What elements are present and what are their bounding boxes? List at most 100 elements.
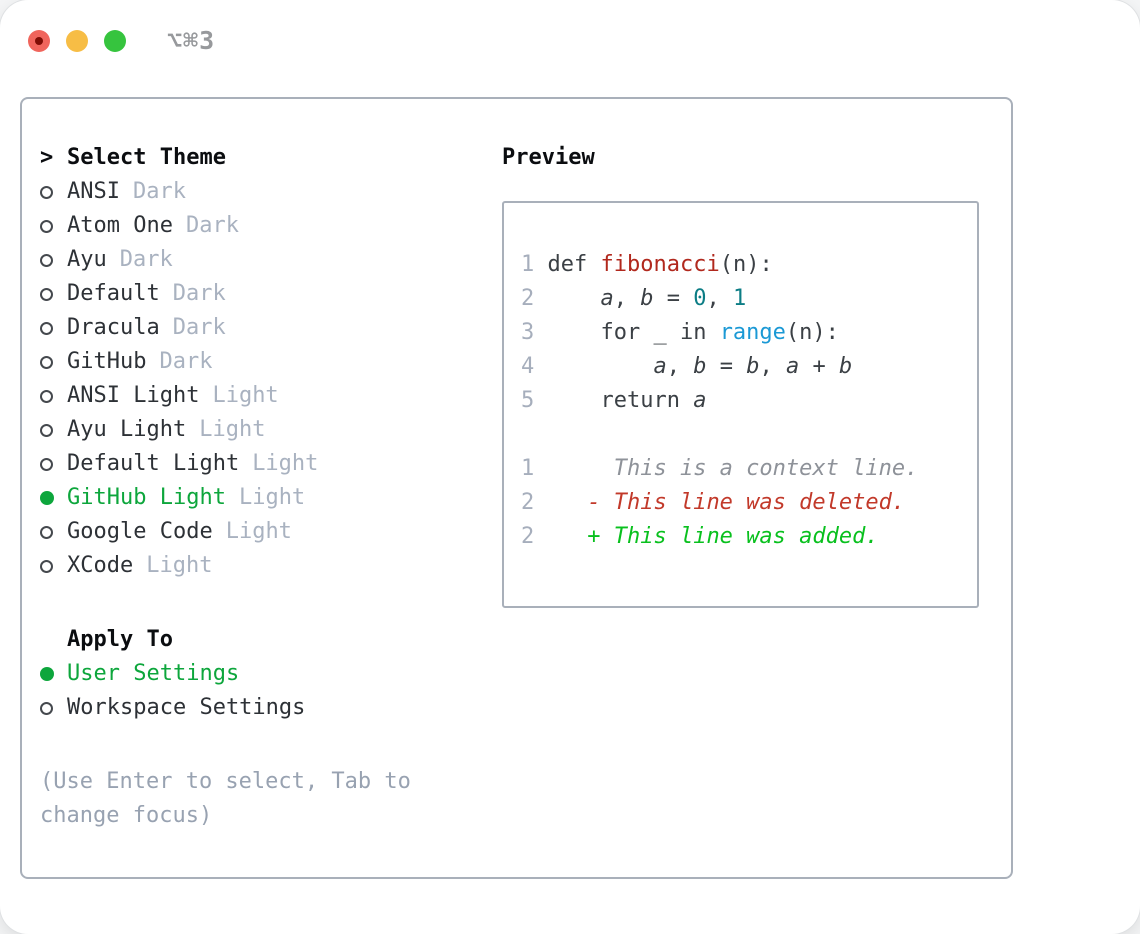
option-label: User Settings (67, 661, 240, 686)
minimize-button[interactable] (66, 29, 88, 52)
radio-icon (40, 389, 67, 403)
code-token-added: + This line was added. (547, 524, 879, 549)
hint-line-1: (Use Enter to select, Tab to (40, 769, 411, 794)
theme-option[interactable]: GitHub Dark (40, 345, 411, 379)
code-token-builtin: range (719, 320, 786, 345)
radio-circle (40, 457, 53, 471)
option-label: Google Code (67, 519, 213, 544)
code-token-plain: , (666, 354, 694, 379)
radio-icon (40, 321, 67, 335)
radio-circle (40, 355, 53, 369)
apply-to-option[interactable]: User Settings (40, 657, 411, 691)
option-variant: Light (212, 383, 279, 408)
option-variant: Light (238, 485, 306, 510)
code-token-plain: , (759, 354, 786, 379)
hint-line-2: change focus) (40, 803, 213, 828)
option-label: Workspace Settings (67, 695, 306, 720)
option-variant: Light (252, 451, 319, 476)
radio-circle (40, 389, 53, 403)
spacer (40, 725, 411, 765)
theme-option[interactable]: Google Code Light (40, 515, 411, 549)
code-token-plain: = (653, 286, 694, 311)
radio-selected-icon (40, 667, 67, 681)
apply-to-option[interactable]: Workspace Settings (40, 691, 411, 725)
code-token-plain: (n): (785, 320, 839, 345)
option-variant: Light (146, 553, 213, 578)
close-button[interactable] (28, 29, 50, 52)
line-number: 2 (521, 286, 548, 311)
option-variant: Light (199, 417, 266, 442)
preview-line: 4 a, b = b, a + b (521, 350, 977, 384)
radio-circle (40, 185, 53, 199)
option-label: XCode (67, 553, 134, 578)
theme-picker-header: > Select Theme (40, 141, 411, 175)
code-token-plain: + (799, 354, 839, 379)
preview-line: 1 This is a context line. (521, 452, 977, 486)
code-token-plain (548, 354, 654, 379)
option-label: ANSI Light (67, 383, 200, 408)
code-token-number: 1 (732, 286, 747, 311)
code-token-plain: (n): (719, 252, 773, 277)
radio-icon (40, 457, 67, 471)
radio-circle (40, 321, 53, 335)
preview-line: 5 return a (521, 384, 977, 418)
option-variant: Dark (159, 349, 213, 374)
line-number: 2 (521, 524, 548, 549)
theme-option[interactable]: XCode Light (40, 549, 411, 583)
line-number: 3 (521, 320, 548, 345)
code-token-number: 0 (693, 286, 707, 311)
option-label: Ayu (67, 247, 107, 272)
radio-icon (40, 423, 67, 437)
radio-icon (40, 525, 67, 539)
radio-icon (40, 253, 67, 267)
option-label: Dracula (67, 315, 160, 340)
zoom-button[interactable] (104, 29, 126, 52)
code-token-plain: , (706, 286, 733, 311)
code-token-variable: b (746, 354, 760, 379)
theme-picker-title: Select Theme (67, 145, 226, 170)
radio-circle (40, 423, 53, 437)
preview-line (521, 418, 977, 452)
radio-icon (40, 219, 67, 233)
radio-icon (40, 185, 67, 199)
line-number: 2 (521, 490, 548, 515)
radio-icon (40, 559, 67, 573)
focus-prompt-icon: > (40, 145, 54, 170)
theme-option[interactable]: ANSI Light Light (40, 379, 411, 413)
radio-icon (40, 287, 67, 301)
preview-line: 2 - This line was deleted. (521, 486, 977, 520)
preview-title: Preview (502, 145, 595, 170)
code-token-plain: , (613, 286, 641, 311)
apply-to-header: Apply To (40, 623, 411, 657)
option-label: Ayu Light (67, 417, 187, 442)
code-token-variable: a (600, 286, 614, 311)
line-number: 4 (521, 354, 548, 379)
code-token-plain: for _ in (547, 320, 720, 345)
radio-circle (40, 525, 53, 539)
line-number: 1 (521, 252, 548, 277)
radio-icon (40, 355, 67, 369)
option-label: GitHub (67, 349, 147, 374)
option-label: Atom One (67, 213, 173, 238)
unsaved-dot-icon (35, 36, 43, 45)
radio-circle (40, 701, 53, 715)
titlebar: ⌥⌘3 (28, 26, 215, 55)
radio-circle (40, 287, 53, 301)
radio-circle (40, 667, 54, 681)
theme-option[interactable]: Ayu Light Light (40, 413, 411, 447)
option-variant: Light (225, 519, 292, 544)
preview-line: 3 for _ in range(n): (521, 316, 977, 350)
